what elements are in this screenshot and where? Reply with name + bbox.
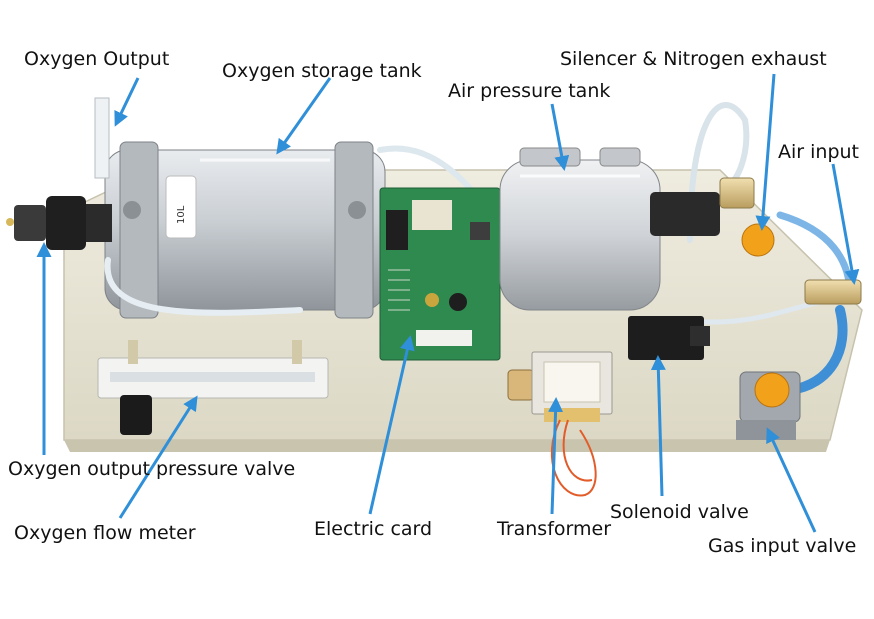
label-transformer: Transformer (497, 518, 612, 540)
transformer (507, 351, 613, 497)
arrow-oxygen-storage-tank (276, 77, 332, 155)
air-pressure-tank (499, 147, 661, 311)
oxygen-storage-tank: 10L (104, 141, 386, 319)
callout-arrows (36, 73, 860, 533)
label-gas-input-valve: Gas input valve (708, 535, 857, 557)
label-air-pressure-tank: Air pressure tank (448, 80, 611, 102)
arrow-oxygen-output (114, 77, 140, 127)
arrow-electric-card (368, 335, 415, 515)
arrow-transformer (548, 397, 564, 515)
solenoid-valve (628, 316, 710, 360)
label-solenoid-valve: Solenoid valve (610, 501, 749, 523)
arrow-oxygen-flow-meter (118, 395, 198, 519)
label-electric-card: Electric card (314, 518, 433, 540)
label-oxygen-output: Oxygen Output (24, 48, 170, 70)
gas-input-valve (736, 371, 801, 440)
oxygen-output-fitting (6, 97, 112, 250)
label-oxygen-output-pressure-valve: Oxygen output pressure valve (8, 458, 296, 480)
oxygen-flow-meter (97, 340, 329, 435)
label-air-input: Air input (778, 141, 860, 163)
arrow-silencer (755, 73, 776, 231)
arrow-air-pressure-tank (550, 103, 570, 171)
arrow-gas-input-valve (766, 427, 817, 533)
arrow-solenoid-valve (650, 355, 666, 497)
electric-card (379, 187, 501, 361)
label-silencer-nitrogen-exhaust: Silencer & Nitrogen exhaust (560, 48, 827, 70)
arrow-air-input (831, 163, 860, 285)
label-oxygen-storage-tank: Oxygen storage tank (222, 60, 422, 82)
tank-capacity-tag: 10L (176, 205, 187, 224)
label-oxygen-flow-meter: Oxygen flow meter (14, 522, 196, 544)
silencer-valve (650, 177, 862, 305)
